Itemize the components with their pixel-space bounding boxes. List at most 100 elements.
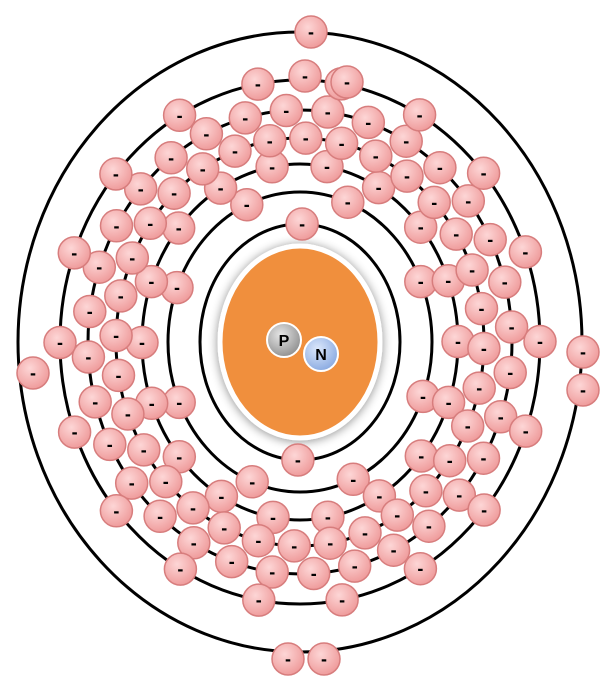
- electron-charge-label: -: [71, 243, 77, 263]
- electron-charge-label: -: [200, 159, 206, 179]
- electron-charge-label: -: [509, 317, 515, 337]
- electron: -: [286, 208, 318, 240]
- electron: -: [105, 280, 137, 312]
- electron-charge-label: -: [481, 500, 487, 520]
- electron-charge-label: -: [176, 392, 182, 412]
- electron-charge-label: -: [426, 516, 432, 536]
- electron-charge-label: -: [176, 218, 182, 238]
- electron: -: [404, 553, 436, 585]
- electron-charge-label: -: [325, 507, 331, 527]
- electron: -: [59, 416, 91, 448]
- electron-charge-label: -: [446, 392, 452, 412]
- electron-charge-label: -: [129, 248, 135, 268]
- electron-charge-label: -: [403, 131, 409, 151]
- electron-charge-label: -: [376, 486, 382, 506]
- electron-charge-label: -: [129, 473, 135, 493]
- electron: -: [177, 492, 209, 524]
- electron: -: [187, 153, 219, 185]
- electron-charge-label: -: [256, 590, 262, 610]
- electron: -: [510, 415, 542, 447]
- electron-charge-label: -: [311, 564, 317, 584]
- electron-charge-label: -: [218, 178, 224, 198]
- electron-charge-label: -: [437, 158, 443, 178]
- electron-charge-label: -: [270, 507, 276, 527]
- electron: -: [524, 326, 556, 358]
- electron-charge-label: -: [249, 472, 255, 492]
- electron-charge-label: -: [456, 485, 462, 505]
- electron: -: [298, 558, 330, 590]
- electron-charge-label: -: [455, 332, 461, 352]
- electron: -: [116, 242, 148, 274]
- electron-charge-label: -: [232, 141, 238, 161]
- electron: -: [326, 584, 358, 616]
- electron-charge-label: -: [141, 440, 147, 460]
- electron: -: [150, 466, 182, 498]
- electron-charge-label: -: [350, 469, 356, 489]
- electron: -: [567, 374, 599, 406]
- electron-charge-label: -: [418, 446, 424, 466]
- electron: -: [58, 237, 90, 269]
- electron-charge-label: -: [242, 108, 248, 128]
- electron-charge-label: -: [229, 552, 235, 572]
- electron: -: [339, 550, 371, 582]
- electron-charge-label: -: [177, 559, 183, 579]
- electron-charge-label: -: [373, 146, 379, 166]
- electron: -: [72, 341, 104, 373]
- electron-charge-label: -: [203, 124, 209, 144]
- electron-charge-label: -: [244, 195, 250, 215]
- electron: -: [254, 125, 286, 157]
- electron-charge-label: -: [345, 192, 351, 212]
- electron-charge-label: -: [339, 590, 345, 610]
- electron-charge-label: -: [523, 421, 529, 441]
- electron: -: [468, 442, 500, 474]
- electron-charge-label: -: [465, 191, 471, 211]
- electron-charge-label: -: [125, 404, 131, 424]
- electron: -: [468, 333, 500, 365]
- electron-charge-label: -: [417, 559, 423, 579]
- electron: -: [314, 527, 346, 559]
- electron: -: [440, 218, 472, 250]
- electron-charge-label: -: [255, 531, 261, 551]
- electron-charge-label: -: [365, 112, 371, 132]
- electron-charge-label: -: [352, 556, 358, 576]
- electron-charge-label: -: [177, 105, 183, 125]
- electron-charge-label: -: [283, 101, 289, 121]
- electron-charge-label: -: [423, 481, 429, 501]
- electron-charge-label: -: [476, 378, 482, 398]
- electron-charge-label: -: [299, 214, 305, 234]
- electron: -: [134, 207, 166, 239]
- electron: -: [44, 327, 76, 359]
- electron: -: [236, 466, 268, 498]
- electron-charge-label: -: [580, 342, 586, 362]
- electron-charge-label: -: [507, 363, 513, 383]
- electron-charge-label: -: [218, 486, 224, 506]
- electron: -: [242, 525, 274, 557]
- electron-charge-label: -: [147, 213, 153, 233]
- electron-charge-label: -: [96, 257, 102, 277]
- electron: -: [378, 534, 410, 566]
- electron: -: [509, 236, 541, 268]
- electron: -: [242, 68, 274, 100]
- electron-charge-label: -: [321, 649, 327, 669]
- electron-charge-label: -: [269, 157, 275, 177]
- electron: -: [219, 135, 251, 167]
- electron: -: [144, 500, 176, 532]
- electron: -: [349, 517, 381, 549]
- proton-label: P: [279, 333, 290, 350]
- electron-charge-label: -: [149, 393, 155, 413]
- electron-charge-label: -: [57, 333, 63, 353]
- electron-charge-label: -: [376, 178, 382, 198]
- electron-charge-label: -: [487, 230, 493, 250]
- electron: -: [74, 296, 106, 328]
- electron: -: [381, 499, 413, 531]
- electron-charge-label: -: [325, 102, 331, 122]
- electron-charge-label: -: [303, 128, 309, 148]
- electron-charge-label: -: [404, 166, 410, 186]
- electron: -: [94, 428, 126, 460]
- electron-charge-label: -: [190, 498, 196, 518]
- electron-charge-label: -: [148, 272, 154, 292]
- electron-charge-label: -: [417, 105, 423, 125]
- electron-charge-label: -: [72, 422, 78, 442]
- electron-charge-label: -: [431, 192, 437, 212]
